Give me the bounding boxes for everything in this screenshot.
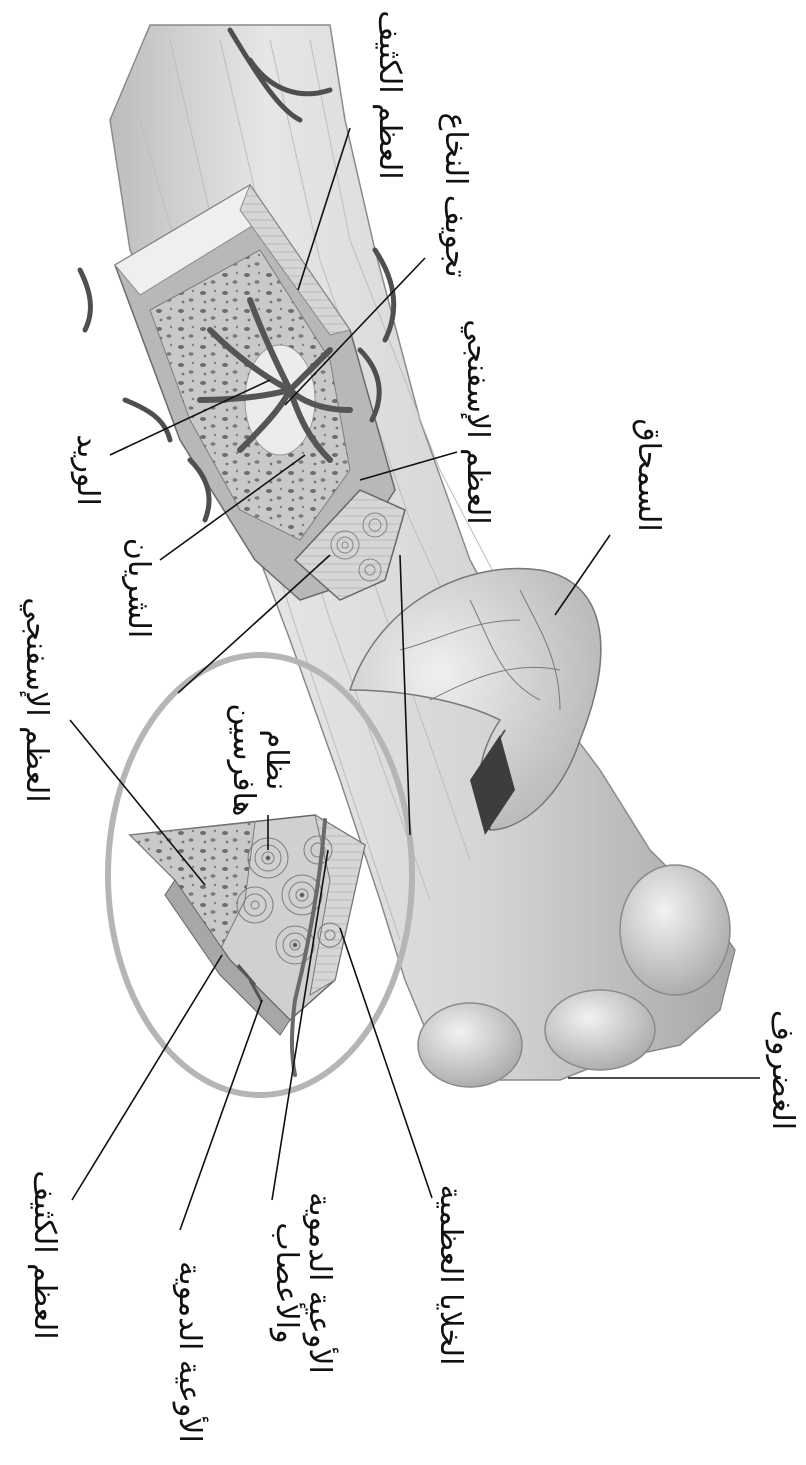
label-vein: الوريد bbox=[71, 434, 103, 506]
distal-condyle bbox=[620, 865, 730, 995]
label-spongy-bone-left: العظم الإسفنجي bbox=[20, 597, 52, 802]
label-blood-vessels: الأوعية الدموية bbox=[173, 1261, 205, 1443]
label-haversian-system: نظام هافرسين bbox=[227, 704, 293, 817]
distal-condyle-mid bbox=[545, 990, 655, 1070]
label-marrow-cavity: تجويف النخاع bbox=[439, 112, 471, 277]
enlarged-bone-wedge bbox=[130, 815, 365, 1075]
label-osteocytes: الخلايا العظمية bbox=[434, 1185, 466, 1366]
label-periosteum: السمحاق bbox=[632, 418, 664, 531]
label-spongy-bone-top: العظم الإسفنجي bbox=[461, 319, 493, 524]
distal-condyle-lower bbox=[418, 1003, 522, 1087]
label-cartilage: الغضروف bbox=[766, 1010, 798, 1130]
label-compact-bone-bottom: العظم الكثيف bbox=[28, 1170, 60, 1339]
label-vessels-nerves: الأوعية الدموية والأعصاب bbox=[270, 1192, 336, 1374]
leader-blood-vessels bbox=[180, 1000, 262, 1230]
label-artery: الشريان bbox=[122, 538, 154, 638]
label-compact-bone-top: العظم الكثيف bbox=[373, 10, 405, 179]
